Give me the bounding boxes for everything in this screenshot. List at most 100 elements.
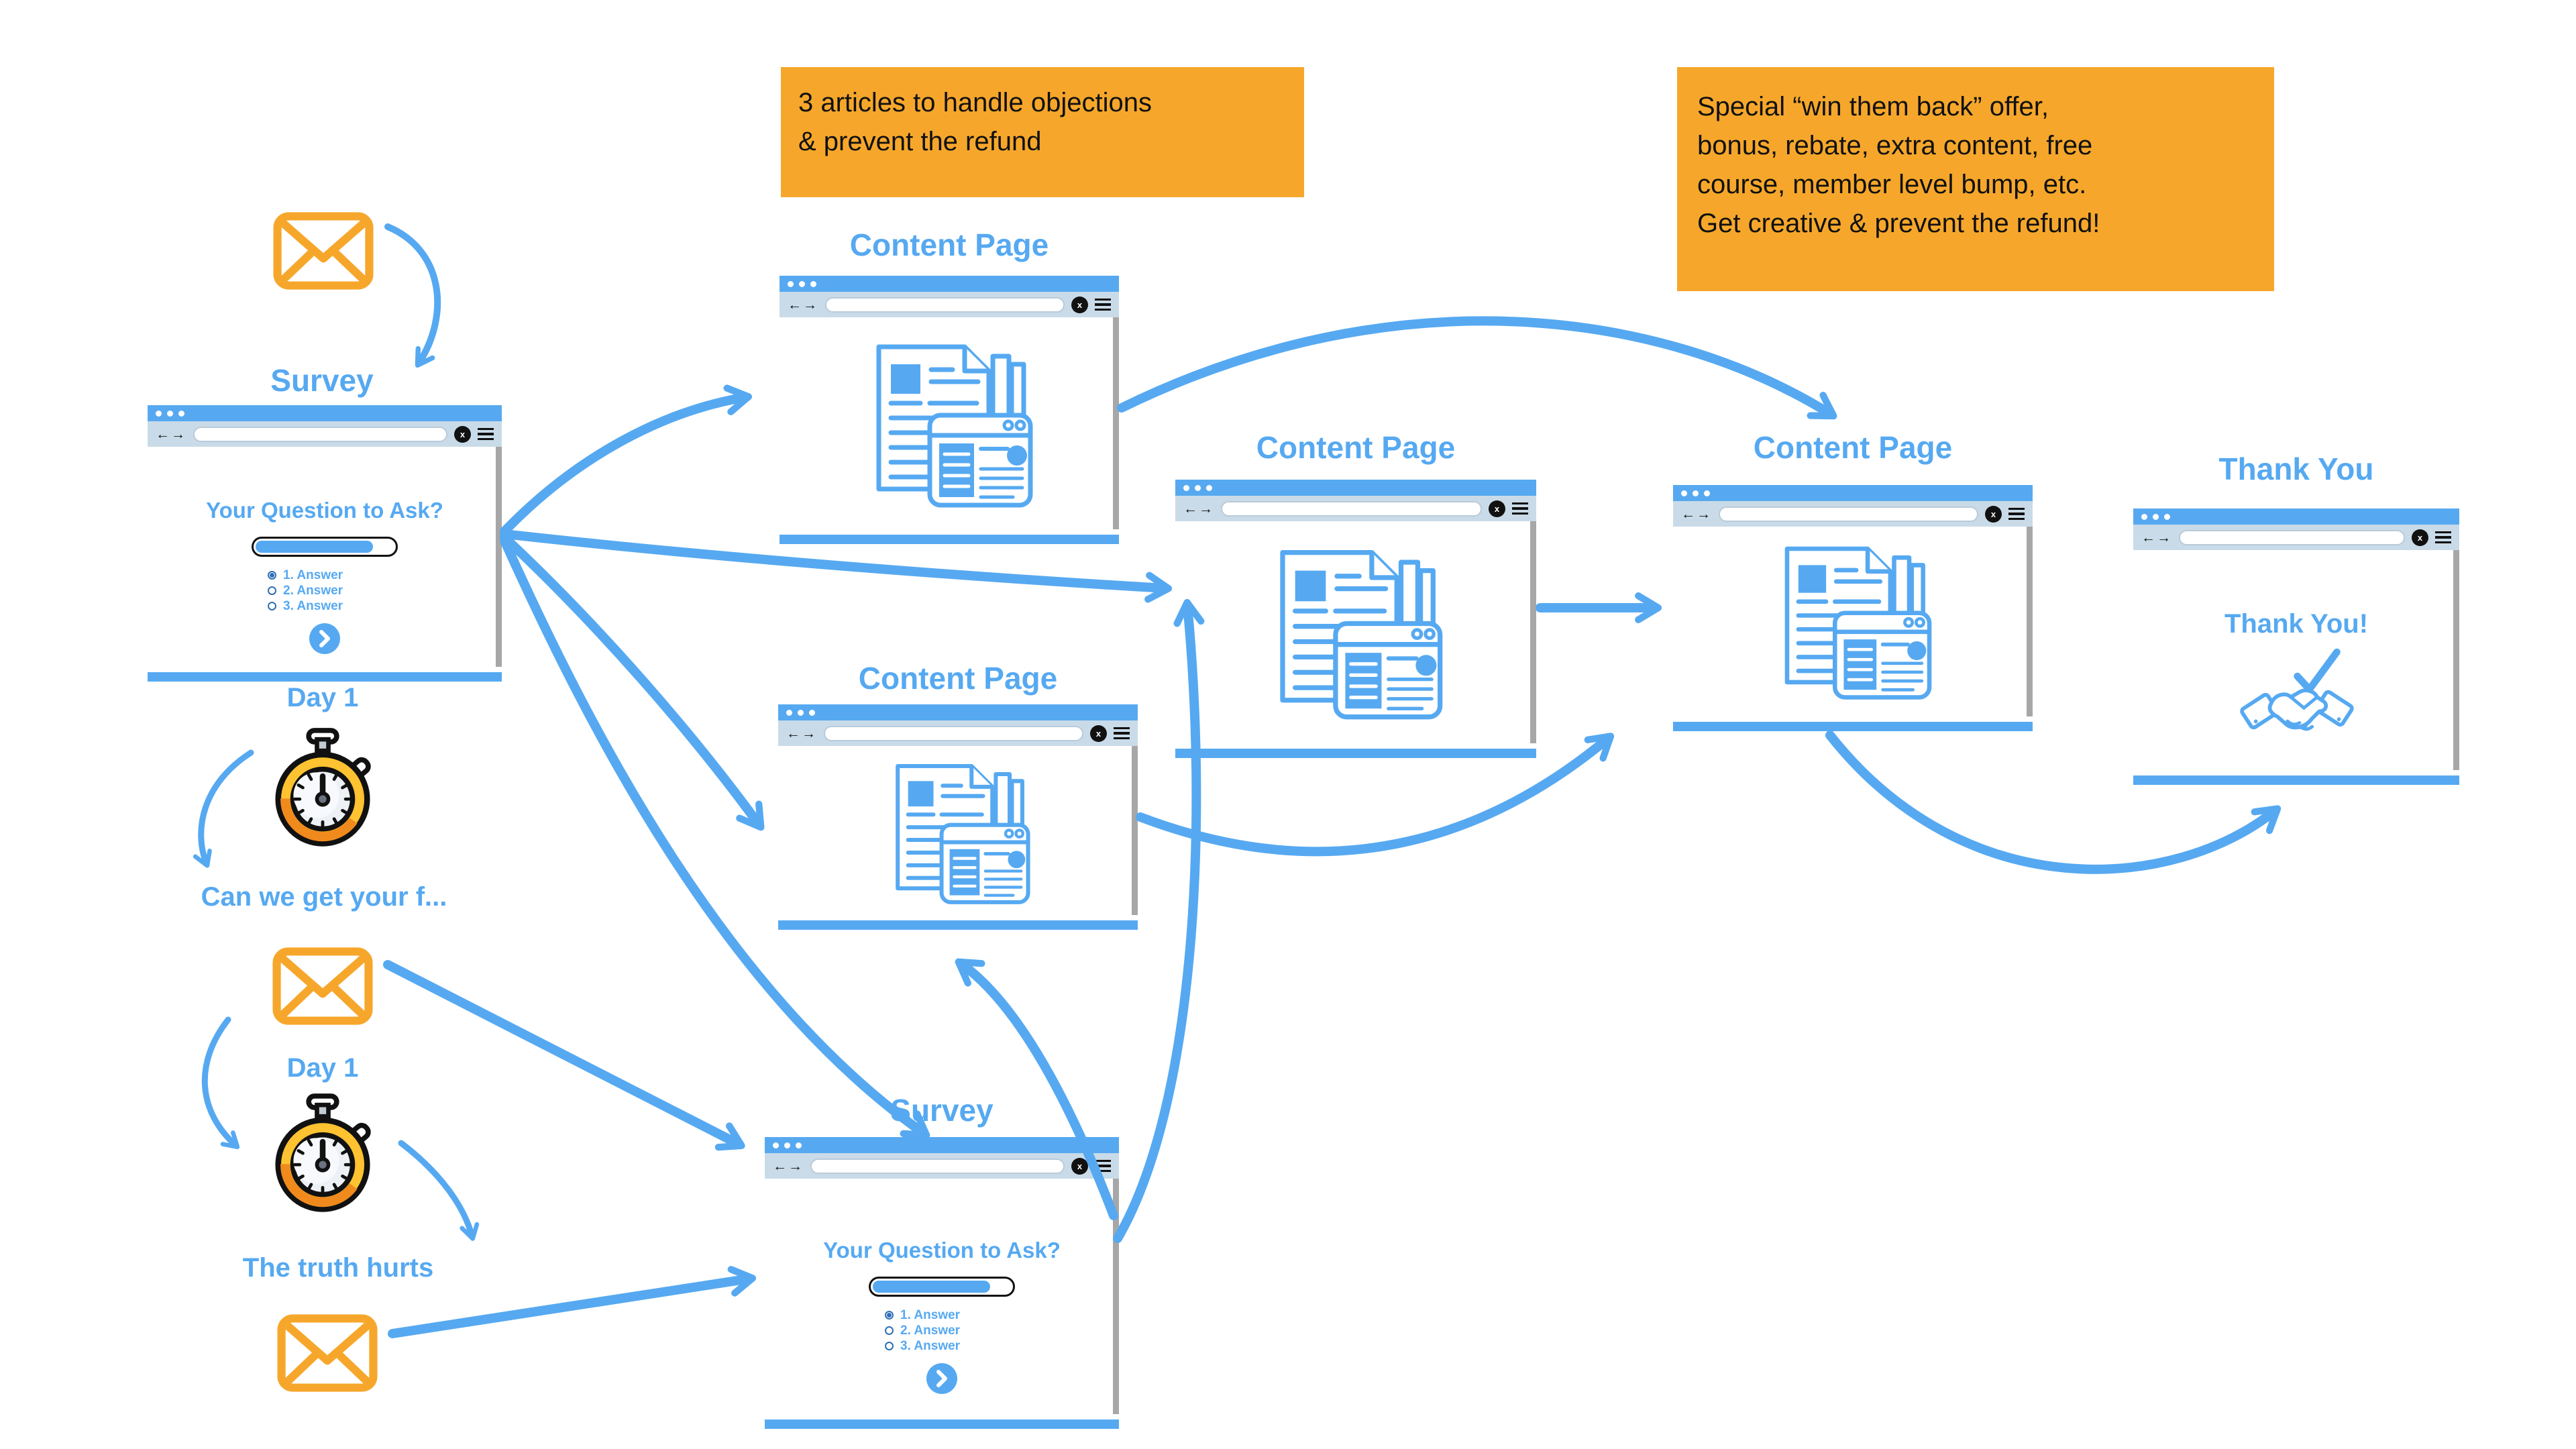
browser-window-content-top: ←→x xyxy=(780,276,1119,544)
url-bar xyxy=(824,725,1083,741)
url-bar xyxy=(810,1158,1065,1174)
back-forward-icons: ←→ xyxy=(1681,506,1712,522)
window-scrollbar xyxy=(1113,317,1119,529)
answer-option: 2. Answer xyxy=(885,1323,999,1338)
close-icon: x xyxy=(1090,724,1107,742)
window-toolbar: ←→ x xyxy=(1673,501,2033,527)
email-icon-3 xyxy=(277,1313,378,1393)
stopwatch-icon-1 xyxy=(262,728,383,863)
survey-progress-fill xyxy=(256,541,374,553)
answer-label: 1. Answer xyxy=(900,1308,961,1322)
arrow-timer1-wait xyxy=(193,749,254,868)
window-scrollbar xyxy=(496,447,502,667)
window-bottombar xyxy=(778,920,1138,930)
thank-you-body: Thank You! xyxy=(2133,550,2459,771)
arrow-email1-to-survey-top xyxy=(384,223,441,368)
back-forward-icons: ←→ xyxy=(1183,500,1214,517)
back-forward-icons: ←→ xyxy=(773,1158,804,1174)
window-titlebar xyxy=(765,1137,1119,1153)
browser-window-survey-top: ←→ x Your Question to Ask? 1. Answer 2. … xyxy=(148,405,502,682)
window-titlebar xyxy=(780,276,1119,292)
close-icon: x xyxy=(1489,500,1505,517)
thank-you-title: Thank You xyxy=(2218,451,2374,486)
window-toolbar: ←→ x xyxy=(778,720,1138,746)
close-icon: x xyxy=(1071,1157,1088,1175)
url-bar xyxy=(1221,500,1482,517)
menu-icon xyxy=(1114,727,1130,740)
survey-page-content: Your Question to Ask? 1. Answer 2. Answe… xyxy=(765,1179,1119,1415)
arrow-email2-to-survey-bottom xyxy=(383,960,745,1151)
content-page-body xyxy=(1175,521,1536,745)
back-forward-icons: ←→ xyxy=(786,725,817,741)
window-bottombar xyxy=(780,535,1119,544)
window-bottombar xyxy=(765,1419,1119,1429)
radio-selected-icon xyxy=(885,1311,894,1320)
documents-icon xyxy=(886,757,1030,907)
close-icon: x xyxy=(2412,529,2428,546)
radio-selected-icon xyxy=(268,571,276,580)
window-scrollbar xyxy=(2027,527,2033,716)
window-dot xyxy=(156,410,162,417)
survey-progress-bar xyxy=(252,537,398,557)
window-bottombar xyxy=(1673,722,2033,731)
callout-winback: Special “win them back” offer, bonus, re… xyxy=(1677,67,2274,291)
radio-icon xyxy=(268,602,276,610)
content-page-mid-title: Content Page xyxy=(1256,430,1456,465)
content-page-body xyxy=(778,746,1138,916)
radio-icon xyxy=(885,1342,894,1350)
answer-option: 3. Answer xyxy=(885,1338,999,1354)
menu-icon xyxy=(478,427,494,441)
window-dot xyxy=(178,410,184,417)
survey-question: Your Question to Ask? xyxy=(823,1238,1061,1263)
window-scrollbar xyxy=(1113,1179,1119,1414)
handshake-check-icon xyxy=(2236,643,2357,739)
callout-objections: 3 articles to handle objections & preven… xyxy=(781,67,1304,197)
arrow-survey-top-to-content-left xyxy=(500,533,765,831)
email-icon-1 xyxy=(273,211,374,290)
survey-page-content: Your Question to Ask? 1. Answer 2. Answe… xyxy=(148,447,502,668)
url-bar xyxy=(825,297,1065,313)
window-toolbar: ←→ x xyxy=(2133,525,2459,550)
survey-top-title: Survey xyxy=(270,363,374,398)
documents-icon xyxy=(1774,539,1932,702)
menu-icon xyxy=(1512,502,1528,515)
survey-question: Your Question to Ask? xyxy=(206,498,443,523)
content-page-left-title: Content Page xyxy=(858,661,1058,696)
close-icon: x xyxy=(1985,505,2002,523)
window-scrollbar xyxy=(1132,746,1138,915)
browser-window-thank-you: ←→ x Thank You! xyxy=(2133,508,2459,785)
documents-icon xyxy=(865,336,1033,511)
window-bottombar xyxy=(148,672,502,682)
stopwatch-icon-2 xyxy=(262,1093,383,1228)
next-button xyxy=(309,623,340,654)
email2-label: Can we get your f... xyxy=(201,882,447,912)
survey-progress-bar xyxy=(869,1277,1015,1297)
content-page-body xyxy=(1673,527,2033,718)
timer2-label: Day 1 xyxy=(286,1053,359,1083)
arrow-survey-top-to-content-top xyxy=(500,384,753,536)
window-dot xyxy=(167,410,173,417)
window-titlebar xyxy=(1673,485,2033,501)
survey-bottom-title: Survey xyxy=(890,1093,994,1128)
window-titlebar xyxy=(148,405,502,421)
content-page-top-title: Content Page xyxy=(849,227,1049,262)
answer-label: 2. Answer xyxy=(283,584,343,598)
answer-option: 3. Answer xyxy=(268,598,382,614)
browser-window-content-right: ←→ x xyxy=(1673,485,2033,731)
answer-label: 1. Answer xyxy=(283,568,343,582)
content-page-body xyxy=(780,317,1119,531)
close-icon: x xyxy=(1071,296,1088,313)
window-titlebar xyxy=(2133,508,2459,525)
close-icon: x xyxy=(454,425,471,443)
answer-option: 1. Answer xyxy=(885,1307,999,1323)
chevron-right-icon xyxy=(319,630,330,647)
back-forward-icons: ←→ xyxy=(2141,529,2172,545)
timer1-label: Day 1 xyxy=(286,683,359,712)
radio-icon xyxy=(885,1326,894,1335)
radio-icon xyxy=(268,586,276,595)
email3-label: The truth hurts xyxy=(242,1253,434,1283)
thank-you-message: Thank You! xyxy=(2224,609,2369,639)
content-page-right-title: Content Page xyxy=(1753,430,1953,465)
window-titlebar xyxy=(778,704,1138,720)
answer-label: 3. Answer xyxy=(900,1339,961,1353)
